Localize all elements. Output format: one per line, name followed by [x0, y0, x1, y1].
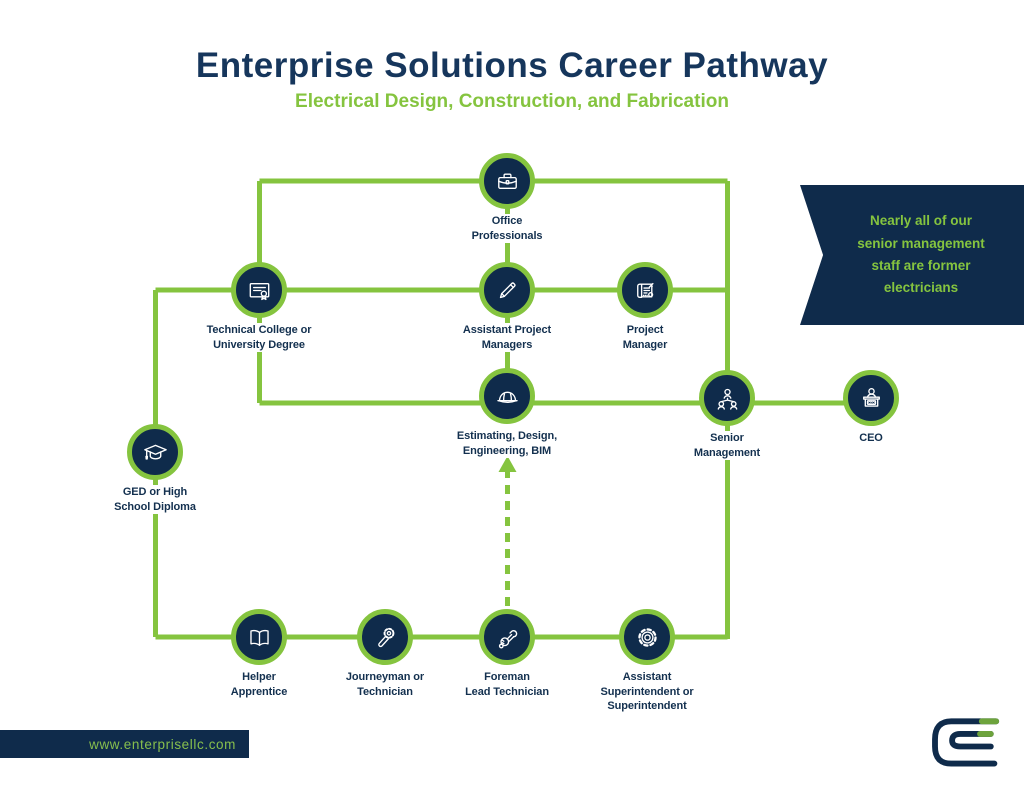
node-label: Project Manager [569, 323, 721, 353]
blueprint-icon [617, 262, 673, 318]
node-label: Foreman Lead Technician [431, 670, 583, 700]
briefcase-icon [479, 153, 535, 209]
callout-text: Nearly all of our senior management staf… [857, 213, 985, 296]
node-label: Assistant Superintendent or Superintende… [571, 670, 723, 714]
pencil-icon [479, 262, 535, 318]
hand-wrench-icon [479, 609, 535, 665]
certificate-icon [231, 262, 287, 318]
website-url: www.enterprisellc.com [89, 736, 236, 752]
graduation-cap-icon [127, 424, 183, 480]
gear-wrench-icon [357, 609, 413, 665]
page-title: Enterprise Solutions Career Pathway [195, 46, 829, 85]
node-label: Technical College or University Degree [183, 323, 335, 353]
callout-ribbon: Nearly all of our senior management staf… [800, 185, 1024, 325]
node-label: Senior Management [651, 431, 803, 461]
ceo-desk-icon: CEO [843, 370, 899, 426]
node-label: Assistant Project Managers [431, 323, 583, 353]
node-label: GED or High School Diploma [79, 485, 231, 515]
node-label: Office Professionals [431, 214, 583, 244]
gear-icon [619, 609, 675, 665]
hard-hat-icon [479, 368, 535, 424]
enterprise-logo-icon [932, 718, 1000, 767]
org-chart-icon [699, 370, 755, 426]
website-bar: www.enterprisellc.com [0, 730, 249, 758]
arrow-head [498, 456, 517, 472]
ceo-plate-text: CEO [868, 400, 875, 404]
node-label: Estimating, Design, Engineering, BIM [431, 429, 583, 459]
open-book-icon [231, 609, 287, 665]
page-subtitle: Electrical Design, Construction, and Fab… [295, 91, 729, 112]
node-label: CEO [795, 431, 947, 446]
